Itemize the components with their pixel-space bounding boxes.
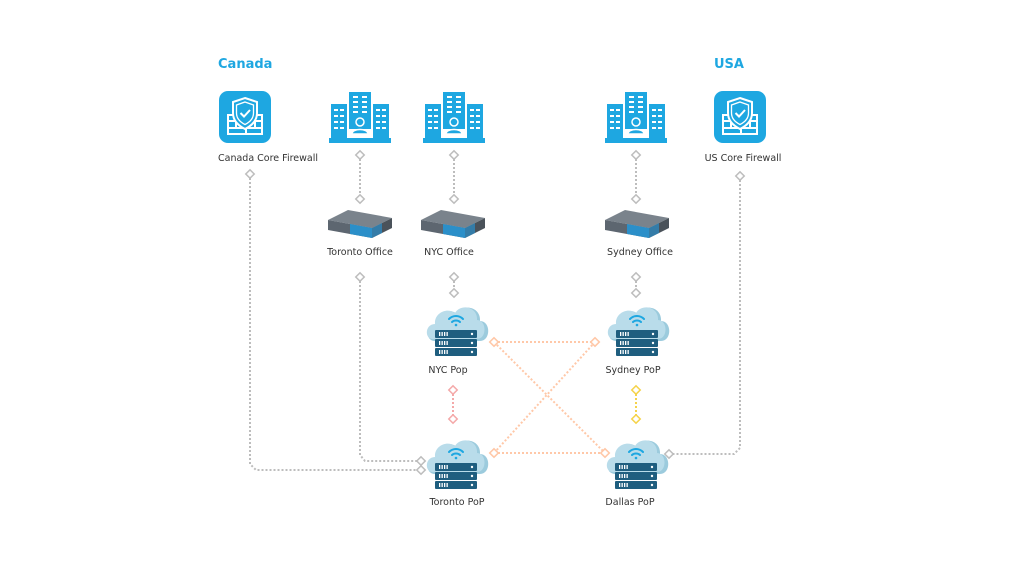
nyc-office-router-node[interactable] [419,208,487,246]
router-icon [328,210,392,238]
sydney-building-node[interactable] [605,92,667,148]
node-label: Sydney PoP [605,365,661,376]
node-label: US Core Firewall [704,153,782,164]
connector-diamond [415,455,427,467]
edge-sydney-pop-to-toronto-pop [493,341,596,454]
cloud-server-icon [426,440,489,489]
connector-diamond [244,168,256,180]
connector-diamond [448,271,460,283]
connector-diamond [488,447,500,459]
dallas-pop-node[interactable] [605,434,671,498]
edge-toronto-office-to-toronto-pop [359,277,421,462]
node-label: Sydney Office [607,247,673,258]
connector-diamond [415,464,427,476]
router-icon [605,210,669,238]
connector-diamond [354,149,366,161]
connector-diamond [630,193,642,205]
connector-diamond [663,448,675,460]
connector-diamond [448,287,460,299]
connector-diamond [630,413,642,425]
router-icon [421,210,485,238]
edge-nyc-pop-to-dallas-pop [493,341,606,454]
node-label: NYC Pop [428,365,468,376]
node-label: NYC Office [424,247,474,258]
region-label-usa: USA [714,57,744,72]
office-building-icon [423,92,485,143]
connector-diamond [630,271,642,283]
region-label-canada: Canada [218,57,273,72]
node-label: Toronto PoP [429,497,485,508]
sydney-office-router-node[interactable] [603,208,671,246]
connector-diamond [630,287,642,299]
cloud-server-icon [607,307,670,356]
sydney-pop-node[interactable] [606,301,672,365]
cloud-server-icon [426,307,489,356]
connector-diamond [448,149,460,161]
connector-diamond [630,384,642,396]
firewall-icon [219,91,271,143]
edge-us-fw-to-dallas-pop [669,176,741,455]
connector-diamond [447,413,459,425]
connector-diamond [488,336,500,348]
office-building-icon [605,92,667,143]
edge-canada-fw-to-toronto-pop [249,174,421,471]
firewall-icon [714,91,766,143]
toronto-pop-node[interactable] [425,434,491,498]
connector-diamond [589,336,601,348]
connector-diamond [599,447,611,459]
nyc-building-node[interactable] [423,92,485,148]
connector-diamond [354,271,366,283]
cloud-server-icon [606,440,669,489]
connector-diamond [354,193,366,205]
node-label: Dallas PoP [605,497,655,508]
canada-core-firewall-node[interactable] [219,91,271,147]
office-building-icon [329,92,391,143]
connector-diamond [447,384,459,396]
connector-diamond [630,149,642,161]
toronto-office-router-node[interactable] [326,208,394,246]
node-label: Toronto Office [327,247,393,258]
nyc-pop-node[interactable] [425,301,491,365]
connector-diamond [448,193,460,205]
connector-diamond [734,170,746,182]
us-core-firewall-node[interactable] [714,91,766,147]
toronto-building-node[interactable] [329,92,391,148]
node-label: Canada Core Firewall [217,153,319,164]
